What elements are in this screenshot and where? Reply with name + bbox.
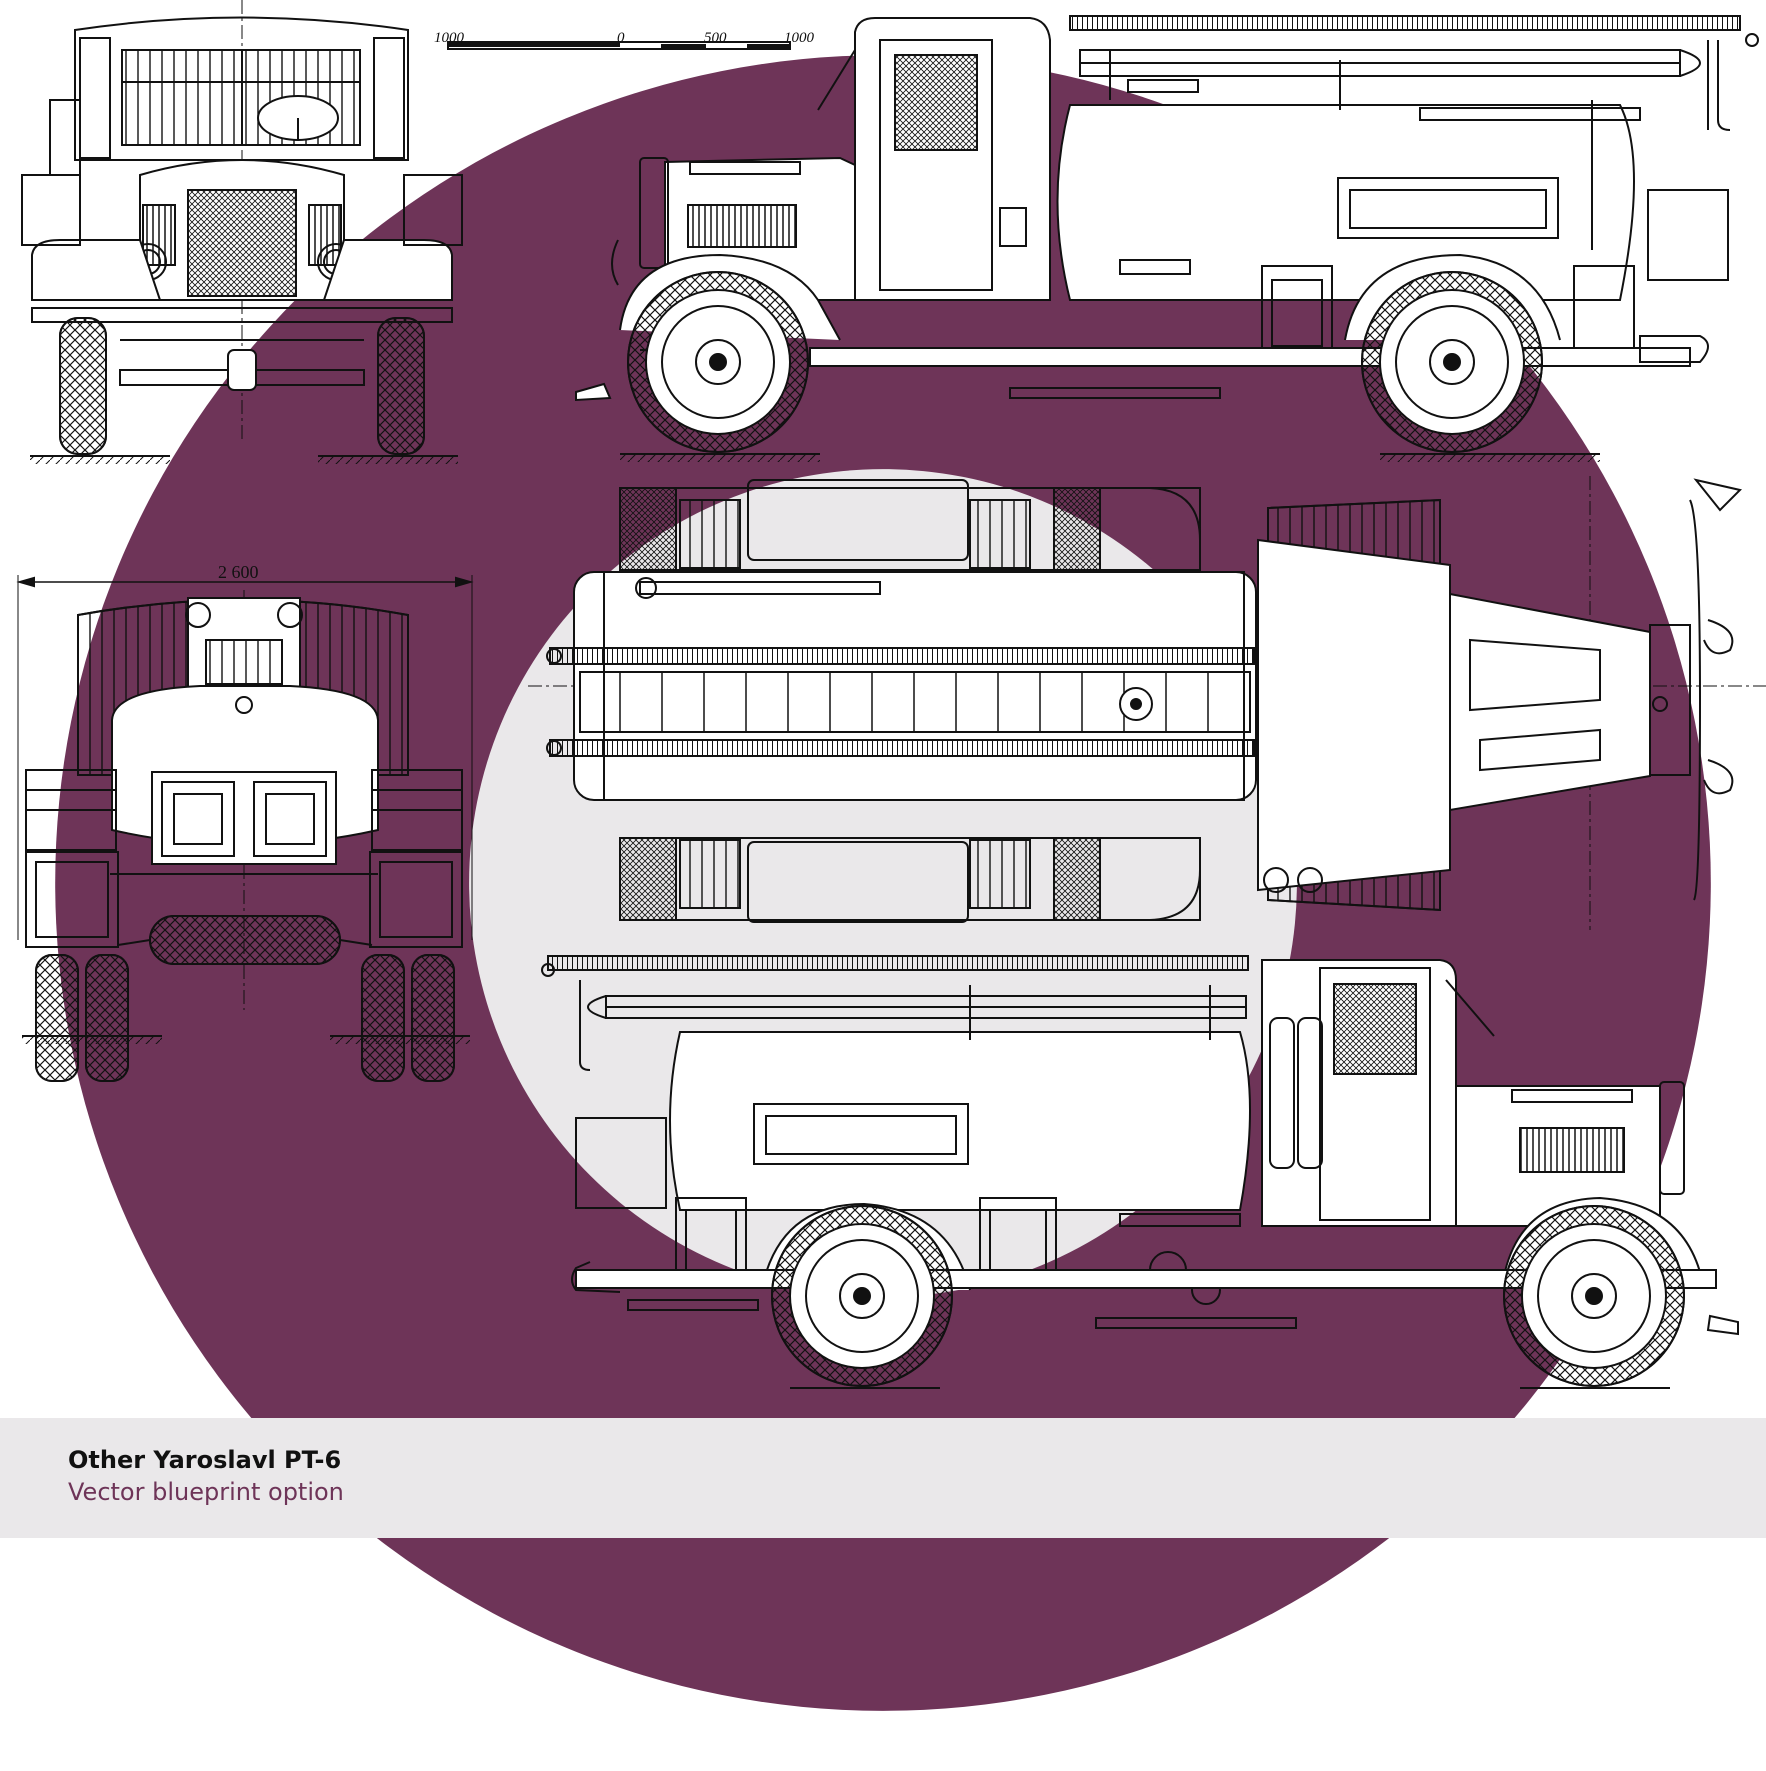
left-front-wheel	[1503, 1205, 1685, 1387]
scale-bar: 1000 0 500 1000	[434, 30, 815, 50]
scale-label-zero: 0	[617, 30, 625, 46]
scale-label-mid: 500	[704, 30, 727, 46]
right-side-view	[575, 15, 1759, 462]
front-right-tyre	[377, 317, 425, 455]
width-dimension-label: 2 600	[218, 562, 259, 582]
rear-view: 2 600	[16, 562, 474, 1082]
left-side-view	[541, 955, 1739, 1389]
footer-bar	[0, 1418, 1766, 1538]
spare-tyre	[149, 915, 341, 965]
footer-subtitle: Vector blueprint option	[68, 1478, 344, 1506]
scale-label-left: 1000	[434, 30, 465, 46]
footer-title: Other Yaroslavl PT-6	[68, 1446, 342, 1474]
top-view	[528, 476, 1766, 930]
left-rear-wheel	[771, 1205, 953, 1387]
front-view	[21, 0, 463, 464]
blueprint-canvas: 1000 0 500 1000	[16, 0, 1766, 1389]
right-front-wheel	[627, 271, 809, 453]
right-rear-wheel	[1361, 271, 1543, 453]
scale-label-right: 1000	[784, 30, 815, 46]
front-left-tyre	[59, 317, 107, 455]
